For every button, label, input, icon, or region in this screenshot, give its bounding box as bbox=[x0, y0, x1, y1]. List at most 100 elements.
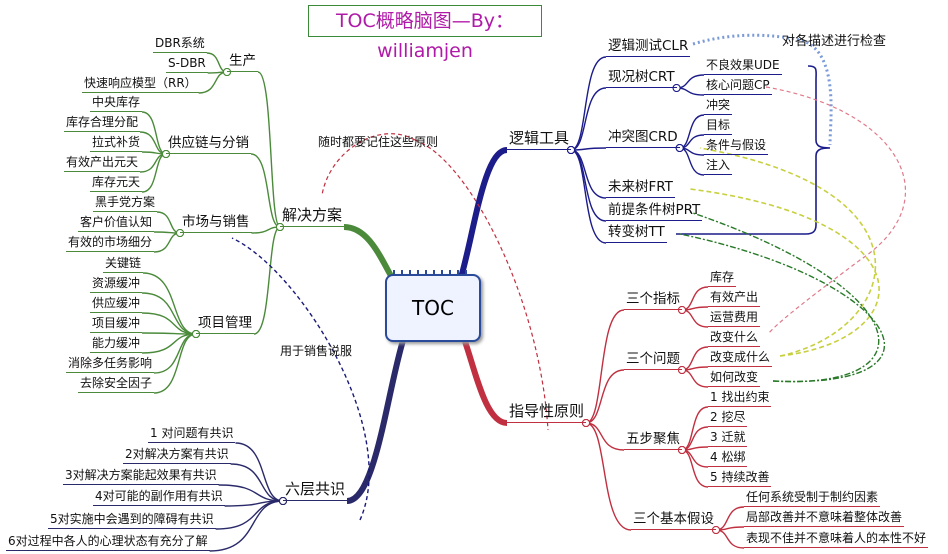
node-solution[interactable]: 解决方案 bbox=[280, 206, 345, 227]
sales-link bbox=[231, 237, 370, 521]
connector bbox=[681, 309, 709, 328]
cp-what-to-change-link bbox=[765, 86, 906, 335]
leaf-item[interactable]: 2 挖尽 bbox=[708, 409, 748, 427]
connector bbox=[681, 366, 709, 371]
connector bbox=[143, 272, 197, 335]
leaf-item[interactable]: 去除安全因子 bbox=[78, 375, 155, 393]
connector bbox=[153, 232, 181, 253]
leaf-item[interactable]: 运营费用 bbox=[708, 309, 761, 327]
leaf-item[interactable]: 目标 bbox=[704, 117, 733, 135]
connector bbox=[681, 369, 709, 388]
leaf-item[interactable]: 有效的市场细分 bbox=[66, 234, 155, 252]
leaf-item[interactable]: 4 松绑 bbox=[708, 449, 748, 467]
connector bbox=[253, 226, 281, 335]
leaf-item[interactable]: 关键链 bbox=[103, 255, 144, 273]
map-title: TOC概略脑图—By：williamjen bbox=[308, 5, 542, 62]
node-frt[interactable]: 未来树FRT bbox=[606, 178, 675, 198]
leaf-item[interactable]: 4对可能的副作用有共识 bbox=[93, 488, 225, 506]
leaf-item[interactable]: 有效产出 bbox=[708, 289, 761, 307]
connector bbox=[139, 131, 167, 155]
connector bbox=[681, 406, 709, 451]
node-three-metrics[interactable]: 三个指标 bbox=[624, 290, 682, 310]
leaf-item[interactable]: 供应缓冲 bbox=[90, 295, 143, 313]
leaf-item[interactable]: 核心问题CP bbox=[704, 77, 772, 95]
connector bbox=[142, 312, 197, 335]
connector bbox=[570, 87, 607, 151]
connector bbox=[715, 529, 745, 549]
node-crt[interactable]: 现况树CRT bbox=[606, 68, 677, 88]
connector bbox=[715, 506, 745, 531]
center-node-toc[interactable]: TOC bbox=[385, 270, 481, 342]
connector bbox=[142, 332, 197, 335]
connector bbox=[681, 449, 709, 488]
leaf-item[interactable]: 不良效果UDE bbox=[704, 57, 782, 75]
node-logic-tools[interactable]: 逻辑工具 bbox=[507, 129, 572, 150]
connector bbox=[207, 71, 228, 74]
leaf-item[interactable]: 库存 bbox=[708, 269, 737, 287]
leaf-item[interactable]: 任何系统受制于制约因素 bbox=[744, 489, 881, 507]
node-supply-chain[interactable]: 供应链与分销 bbox=[166, 134, 251, 154]
connector bbox=[251, 226, 281, 234]
leaf-item[interactable]: 条件与假设 bbox=[704, 137, 769, 155]
connector bbox=[679, 134, 705, 149]
leaf-item[interactable]: 库存元天 bbox=[90, 174, 143, 192]
leaf-item[interactable]: 3 迁就 bbox=[708, 429, 748, 447]
connector bbox=[676, 87, 705, 96]
connector bbox=[235, 442, 284, 502]
node-clr[interactable]: 逻辑测试CLR bbox=[606, 37, 691, 57]
node-guiding-principles[interactable]: 指导性原则 bbox=[507, 402, 587, 423]
leaf-item[interactable]: 2对解决方案有共识 bbox=[123, 446, 231, 464]
leaf-item[interactable]: 1 对问题有共识 bbox=[148, 425, 236, 443]
leaf-item[interactable]: 项目缓冲 bbox=[90, 315, 143, 333]
leaf-item[interactable]: DBR系统 bbox=[153, 35, 207, 53]
node-three-questions[interactable]: 三个问题 bbox=[624, 350, 682, 370]
connector bbox=[570, 149, 607, 199]
leaf-item[interactable]: S-DBR bbox=[166, 55, 208, 73]
connector bbox=[681, 449, 709, 468]
leaf-item[interactable]: 能力缓冲 bbox=[90, 335, 143, 353]
leaf-item[interactable]: 拉式补货 bbox=[90, 134, 143, 152]
leaf-item[interactable]: 黑手党方案 bbox=[93, 194, 158, 212]
connector bbox=[250, 153, 281, 228]
leaf-item[interactable]: 1 找出约束 bbox=[708, 389, 772, 407]
connector bbox=[585, 369, 625, 424]
leaf-item[interactable]: 冲突 bbox=[704, 97, 733, 115]
leaf-item[interactable]: 快速响应模型（RR） bbox=[82, 75, 199, 93]
leaf-item[interactable]: 改变什么 bbox=[708, 329, 761, 347]
connector bbox=[681, 346, 709, 371]
leaf-item[interactable]: 注入 bbox=[704, 157, 733, 175]
node-five-focusing-steps[interactable]: 五步聚焦 bbox=[624, 430, 682, 450]
connector bbox=[154, 333, 197, 374]
node-project-management[interactable]: 项目管理 bbox=[196, 314, 254, 334]
connector bbox=[679, 114, 705, 149]
leaf-item[interactable]: 5对实施中会遇到的障碍有共识 bbox=[48, 511, 216, 529]
node-six-layer-consensus[interactable]: 六层共识 bbox=[283, 480, 348, 501]
leaf-item[interactable]: 客户价值认知 bbox=[78, 214, 155, 232]
connector bbox=[142, 292, 197, 335]
connector bbox=[679, 147, 705, 156]
leaf-item[interactable]: 表现不佳并不意味着人的本性不好 bbox=[744, 530, 929, 548]
connector bbox=[156, 211, 181, 234]
connector bbox=[681, 306, 709, 311]
node-prt[interactable]: 前提条件树PRT bbox=[606, 201, 703, 221]
leaf-item[interactable]: 6对过程中各人的心理状态有充分了解 bbox=[6, 533, 210, 551]
leaf-item[interactable]: 5 持续改善 bbox=[708, 469, 772, 487]
node-three-assumptions[interactable]: 三个基本假设 bbox=[631, 510, 716, 530]
leaf-item[interactable]: 消除多任务影响 bbox=[66, 355, 155, 373]
leaf-item[interactable]: 如何改变 bbox=[708, 369, 761, 387]
leaf-item[interactable]: 局部改善并不意味着整体改善 bbox=[744, 509, 905, 527]
leaf-item[interactable]: 资源缓冲 bbox=[90, 275, 143, 293]
leaf-item[interactable]: 库存合理分配 bbox=[64, 114, 141, 132]
node-crd[interactable]: 冲突图CRD bbox=[606, 128, 680, 148]
connector bbox=[224, 500, 284, 507]
leaf-item[interactable]: 改变成什么 bbox=[708, 349, 773, 367]
node-market-sales[interactable]: 市场与销售 bbox=[180, 213, 252, 233]
leaf-item[interactable]: 中央库存 bbox=[90, 94, 143, 112]
leaf-item[interactable]: 3对解决方案能起效果有共识 bbox=[63, 467, 219, 485]
node-tt[interactable]: 转变树TT bbox=[606, 223, 667, 243]
node-production[interactable]: 生产 bbox=[227, 52, 258, 72]
connector bbox=[218, 484, 284, 502]
connector bbox=[206, 52, 228, 73]
connector bbox=[570, 149, 607, 244]
leaf-item[interactable]: 有效产出元天 bbox=[64, 154, 141, 172]
